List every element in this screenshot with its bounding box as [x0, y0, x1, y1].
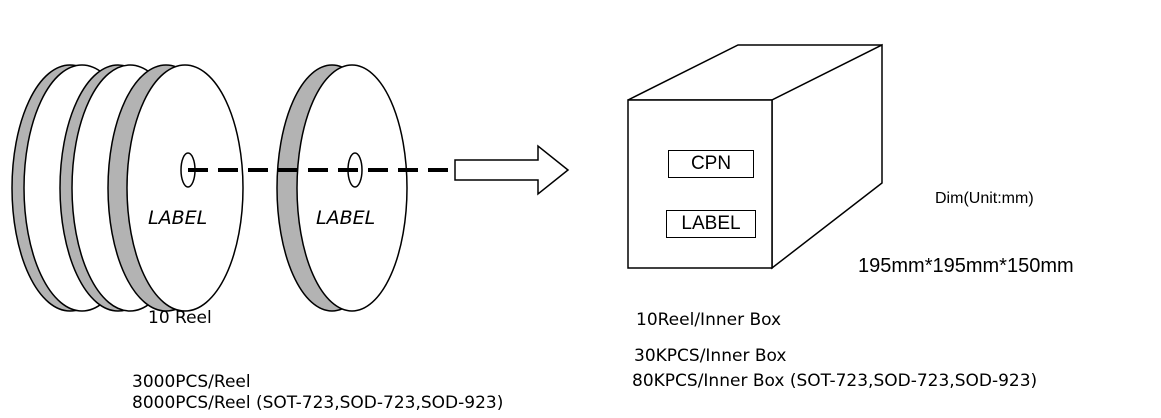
box-qty-line-2: 80KPCS/Inner Box (SOT-723,SOD-723,SOD-92…	[632, 371, 1038, 391]
inner-box	[627, 43, 883, 270]
reel-stack	[11, 64, 244, 312]
reel-single-label: LABEL	[316, 207, 376, 229]
inner-box-front	[627, 99, 773, 269]
box-reels-per-box: 10Reel/Inner Box	[636, 310, 782, 330]
reel-qty-line-1: 3000PCS/Reel	[132, 372, 251, 392]
reel-stack-label: LABEL	[148, 207, 208, 229]
reel-single-face	[296, 64, 408, 312]
reel-qty-line-2: 8000PCS/Reel (SOT-723,SOD-723,SOD-923)	[132, 393, 504, 413]
box-label-tag: LABEL	[666, 210, 756, 238]
arrow-right-icon	[454, 144, 570, 196]
box-cpn-label: CPN	[668, 150, 754, 178]
box-qty-line-1: 30KPCS/Inner Box	[634, 346, 787, 366]
reel-count-caption: 10 Reel	[148, 308, 212, 328]
dimension-value: 195mm*195mm*150mm	[858, 255, 1074, 277]
reel-single	[276, 64, 408, 312]
dimension-title: Dim(Unit:mm)	[935, 190, 1034, 207]
reel-front-face	[126, 64, 244, 312]
